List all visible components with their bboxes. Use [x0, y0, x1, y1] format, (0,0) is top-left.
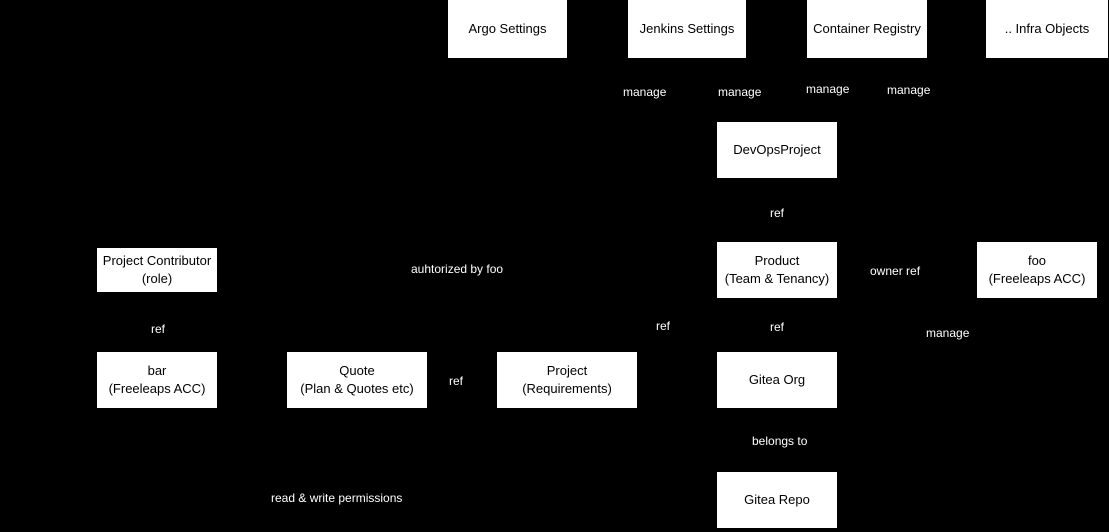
edge-label-manage-infra: manage: [886, 83, 932, 97]
edge-label-ref-quote-to-project: ref: [448, 374, 465, 388]
node-gitea-repo: Gitea Repo: [717, 472, 837, 528]
edge-label-manage-argo: manage: [622, 85, 668, 99]
edge-label-read-write-permissions: read & write permissions: [270, 491, 404, 505]
node-project-contributor: Project Contributor (role): [97, 248, 217, 292]
edge-label-authorized-by-foo: auhtorized by foo: [410, 262, 505, 276]
node-foo-account: foo (Freeleaps ACC): [977, 242, 1097, 298]
edge-label-ref-project-to-product: ref: [655, 319, 672, 333]
node-infra-objects: .. Infra Objects: [986, 0, 1108, 58]
edge-label-ref-contributor-to-bar: ref: [150, 322, 167, 336]
edge-label-ref-devops-to-product: ref: [769, 206, 786, 220]
node-bar-account: bar (Freeleaps ACC): [97, 352, 217, 408]
node-jenkins-settings: Jenkins Settings: [628, 0, 746, 58]
node-quote: Quote (Plan & Quotes etc): [287, 352, 427, 408]
node-gitea-org: Gitea Org: [717, 352, 837, 408]
edge-label-ref-product-to-gitea-org: ref: [769, 320, 786, 334]
edge-label-manage-registry: manage: [805, 82, 851, 96]
node-project: Project (Requirements): [497, 352, 637, 408]
edge-label-manage-jenkins: manage: [717, 85, 763, 99]
node-container-registry: Container Registry: [807, 0, 927, 58]
edge-label-owner-ref: owner ref: [869, 264, 922, 278]
node-devops-project: DevOpsProject: [717, 122, 837, 178]
edge-label-manage-foo: manage: [925, 326, 971, 340]
node-product: Product (Team & Tenancy): [717, 242, 837, 298]
node-argo-settings: Argo Settings: [448, 0, 567, 58]
edge-label-belongs-to: belongs to: [751, 434, 809, 448]
